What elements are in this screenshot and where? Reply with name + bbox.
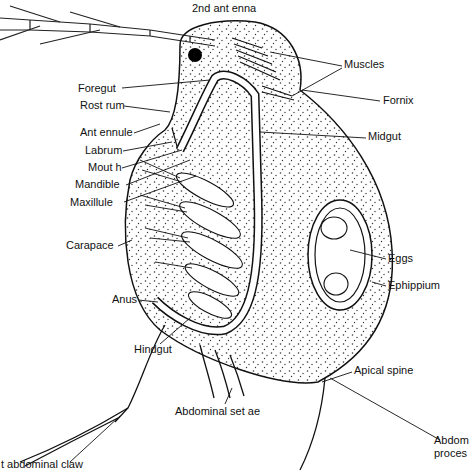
part-label: Abdom proces [434,434,474,460]
carapace-outline [125,21,392,383]
part-label: Mout h [88,161,122,174]
gut-lumen [155,75,258,331]
egg [324,273,348,295]
leader-lines [70,52,440,462]
egg [321,217,347,239]
muscles [232,38,294,100]
part-label: Hindgut [134,343,172,356]
post-abdomen [20,325,325,470]
part-label: Ephippium [388,279,440,292]
part-label: t abdominal claw [1,458,83,471]
part-label: Midgut [368,130,401,143]
gut-wall [155,75,258,331]
ephippium-inner [315,208,365,302]
ephippium [308,200,372,310]
part-label: Muscles [344,58,384,71]
part-label: Ant ennule [80,126,133,139]
part-label: Maxillule [70,196,113,209]
part-label: Anus [112,293,137,306]
part-label: Apical spine [354,364,413,377]
part-label: Fornix [383,94,414,107]
part-label: Eggs [388,252,413,265]
part-label: Labrum [85,144,122,157]
part-label: Abdominal set ae [175,405,260,418]
part-label: Foregut [78,82,116,95]
thoracic-legs [173,167,247,323]
part-label: 2nd ant enna [192,2,256,15]
part-label: Mandible [75,178,120,191]
eye [188,48,202,62]
part-label: Rost rum [80,99,125,112]
part-label: Carapace [66,239,114,252]
